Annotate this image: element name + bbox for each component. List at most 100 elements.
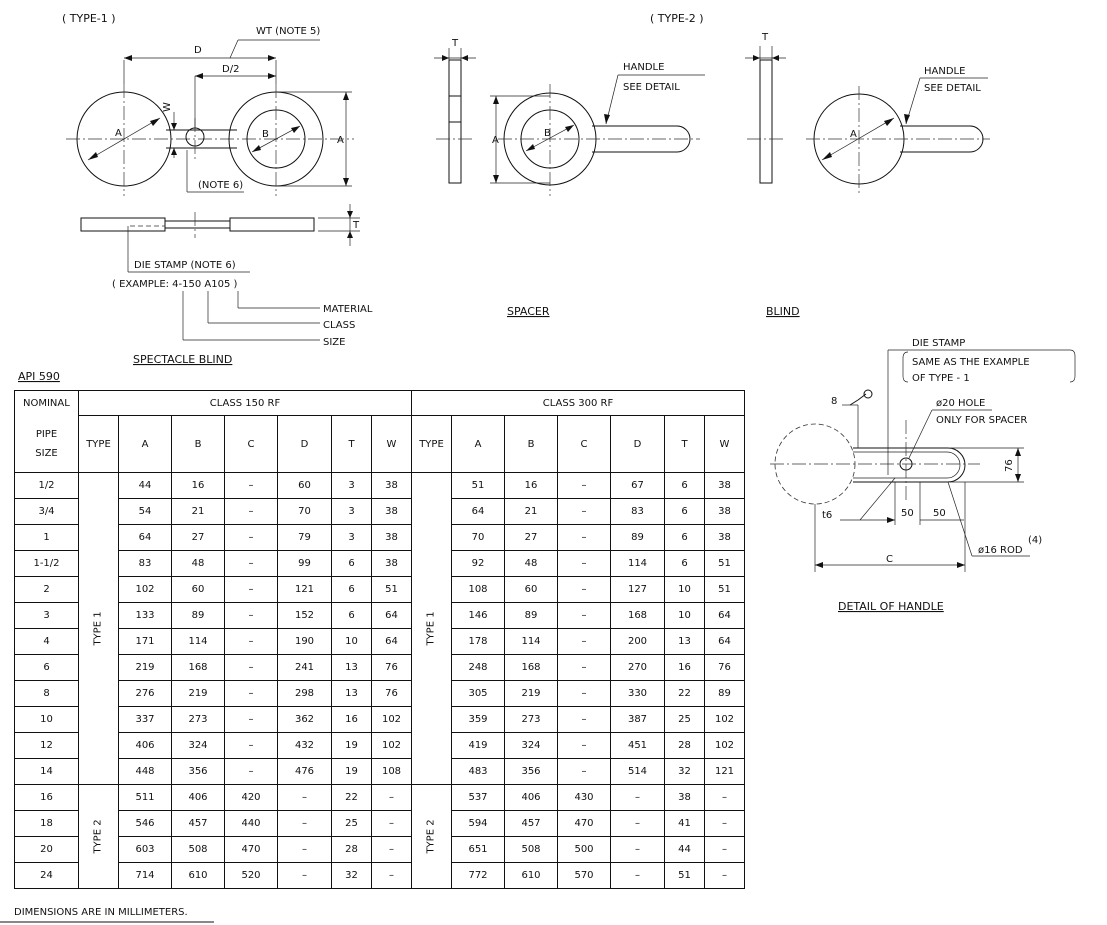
spacer-dim-a: A — [492, 135, 499, 146]
pipe-size-cell: 10 — [14, 706, 79, 733]
blind-handle-label: HANDLE — [924, 66, 965, 77]
class300-cell: 457 — [504, 810, 558, 837]
dim-t-side-label: T — [352, 220, 360, 231]
class300-cell: 451 — [610, 732, 665, 759]
pipe-size-cell: 20 — [14, 836, 79, 863]
pipe-size-cell: 3/4 — [14, 498, 79, 525]
class300-cell: 10 — [664, 602, 705, 629]
class150-cell: 38 — [371, 550, 412, 577]
class150-cell: 432 — [277, 732, 332, 759]
class150-cell: 79 — [277, 524, 332, 551]
class150-cell: 273 — [171, 706, 225, 733]
class150-cell: – — [277, 836, 332, 863]
class150-cell: 6 — [331, 602, 372, 629]
class300-cell: 21 — [504, 498, 558, 525]
class150-cell: 3 — [331, 472, 372, 499]
class300-cell: 178 — [451, 628, 505, 655]
size-label: SIZE — [323, 337, 345, 348]
class150-cell: 99 — [277, 550, 332, 577]
handle-rod-label: ø16 ROD — [978, 545, 1023, 556]
class300-cell: – — [610, 784, 665, 811]
handle-same-line1: SAME AS THE EXAMPLE — [912, 357, 1030, 368]
class300-cell: 772 — [451, 862, 505, 889]
class150-cell: 298 — [277, 680, 332, 707]
class150-cell: 133 — [118, 602, 172, 629]
class150-cell: 171 — [118, 628, 172, 655]
class150-cell: 603 — [118, 836, 172, 863]
class300-cell: 27 — [504, 524, 558, 551]
class150-cell: 54 — [118, 498, 172, 525]
class150-cell: 76 — [371, 680, 412, 707]
spacer-handle-label: HANDLE — [623, 62, 664, 73]
api-label: API 590 — [18, 370, 60, 383]
type-label: TYPE 1 — [425, 611, 437, 646]
class300-cell: 51 — [451, 472, 505, 499]
class300-cell: 121 — [704, 758, 745, 785]
class150-cell: 22 — [331, 784, 372, 811]
class150-cell: 420 — [224, 784, 278, 811]
class150-cell: 610 — [171, 862, 225, 889]
class300-cell: 48 — [504, 550, 558, 577]
class300-cell: 6 — [664, 550, 705, 577]
pipe-size-cell: 16 — [14, 784, 79, 811]
class300-cell: 102 — [704, 732, 745, 759]
spectacle-blind-side-view — [80, 204, 360, 273]
handle-dim-76: 76 — [1004, 459, 1015, 472]
type-cell: TYPE 1 — [411, 472, 452, 785]
class300-cell: 38 — [704, 524, 745, 551]
class150-cell: 44 — [118, 472, 172, 499]
col-a-300: A — [451, 415, 505, 473]
dim-b-label: B — [262, 129, 269, 140]
class150-cell: – — [224, 654, 278, 681]
pipe-size-cell: 24 — [14, 862, 79, 889]
class300-cell: – — [557, 680, 611, 707]
class300-cell: – — [557, 758, 611, 785]
class150-cell: 3 — [331, 498, 372, 525]
blind-side-view — [745, 46, 786, 184]
dim-d-label: D — [194, 45, 202, 56]
class300-cell: 6 — [664, 498, 705, 525]
class300-cell: 102 — [704, 706, 745, 733]
class150-cell: – — [224, 524, 278, 551]
class150-cell: 38 — [371, 498, 412, 525]
class150-cell: 25 — [331, 810, 372, 837]
class300-cell: 6 — [664, 524, 705, 551]
spacer-side-view — [434, 48, 476, 184]
handle-detail-view — [770, 349, 1076, 572]
class300-cell: – — [557, 524, 611, 551]
class150-cell: 16 — [331, 706, 372, 733]
class300-cell: – — [557, 550, 611, 577]
class300-cell: 108 — [451, 576, 505, 603]
class150-cell: – — [371, 836, 412, 863]
spacer-dim-t: T — [451, 38, 459, 49]
col-b-150: B — [171, 415, 225, 473]
col-c-300: C — [557, 415, 611, 473]
class150-cell: – — [224, 550, 278, 577]
class300-cell: 305 — [451, 680, 505, 707]
wt-note-label: WT (NOTE 5) — [256, 26, 320, 37]
class150-cell: 60 — [277, 472, 332, 499]
class300-cell: 51 — [704, 550, 745, 577]
class300-cell: 508 — [504, 836, 558, 863]
class300-cell: – — [557, 576, 611, 603]
class300-cell: 38 — [704, 498, 745, 525]
class150-cell: – — [224, 602, 278, 629]
class300-cell: 470 — [557, 810, 611, 837]
class150-cell: 337 — [118, 706, 172, 733]
class300-cell: 273 — [504, 706, 558, 733]
class300-cell: 70 — [451, 524, 505, 551]
class150-cell: 448 — [118, 758, 172, 785]
type1-label: ( TYPE-1 ) — [62, 12, 116, 25]
class150-cell: 508 — [171, 836, 225, 863]
class300-cell: 594 — [451, 810, 505, 837]
class150-cell: 546 — [118, 810, 172, 837]
class150-cell: 168 — [171, 654, 225, 681]
class300-cell: 60 — [504, 576, 558, 603]
